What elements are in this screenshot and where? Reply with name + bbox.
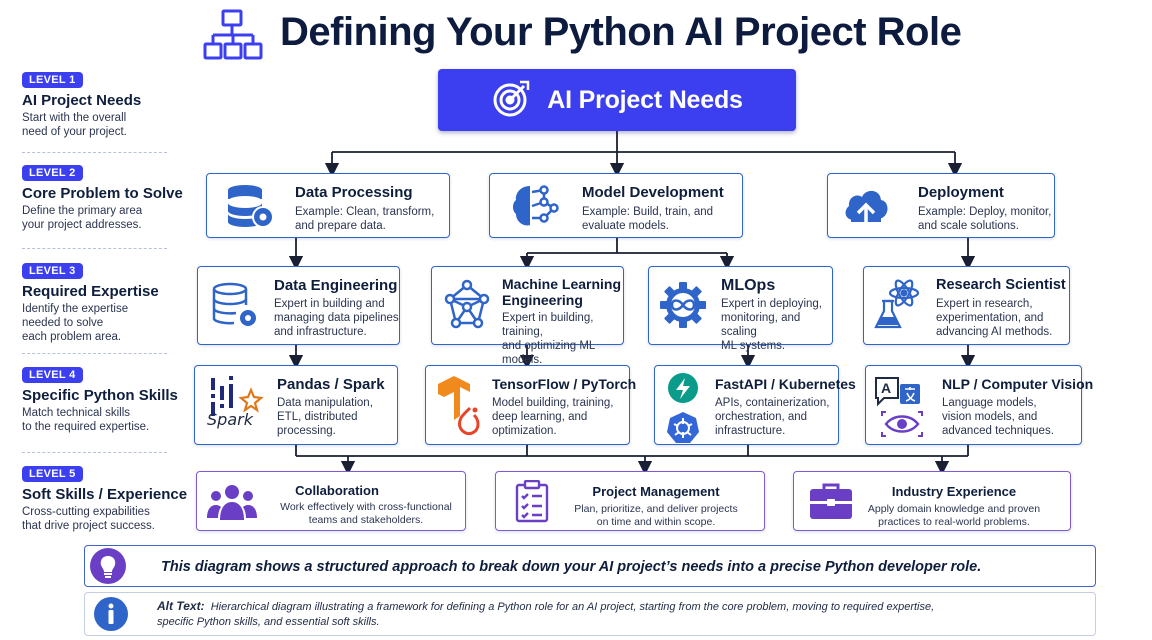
spark-logo-text: Spark <box>207 410 253 429</box>
root-node-ai-project-needs: AI Project Needs <box>438 69 796 131</box>
problem-title: Model Development <box>582 184 724 201</box>
level-separator <box>22 353 167 354</box>
hierarchy-icon <box>200 8 266 67</box>
level-separator <box>22 452 167 453</box>
level-5: LEVEL 5 Soft Skills / Experience Cross-c… <box>22 464 188 533</box>
level-1: LEVEL 1 AI Project Needs Start with the … <box>22 70 172 139</box>
database-gear-icon <box>210 281 262 336</box>
expertise-card-research-scientist: Research Scientist Expert in research, e… <box>863 266 1070 345</box>
soft-title: Collaboration <box>295 483 379 498</box>
expertise-card-mlops: MLOps Expert in deploying, monitoring, a… <box>648 266 833 352</box>
level-name: AI Project Needs <box>22 92 142 109</box>
expertise-description: Expert in building and managing data pip… <box>274 298 399 338</box>
soft-card-collaboration: Collaboration Work effectively with cros… <box>196 471 466 531</box>
soft-description: Work effectively with cross-functional t… <box>280 501 452 526</box>
skill-card-fastapi-kubernetes: FastAPI / Kubernetes APIs, containerizat… <box>654 365 856 445</box>
skill-title: NLP / Computer Vision <box>942 376 1094 392</box>
alt-text-note: Alt Text: Hierarchical diagram illustrat… <box>84 592 1096 636</box>
level-badge: LEVEL 2 <box>22 165 83 181</box>
pandas-spark-icon: Spark <box>205 376 267 436</box>
cloud-upload-icon <box>840 184 892 233</box>
soft-title: Project Management <box>592 484 720 499</box>
tensorflow-pytorch-icon <box>434 374 486 443</box>
skill-title: FastAPI / Kubernetes <box>715 376 856 392</box>
alt-text-body: Alt Text: Hierarchical diagram illustrat… <box>157 599 1057 630</box>
level-separator <box>22 248 167 249</box>
skill-description: Language models, vision models, and adva… <box>942 397 1054 437</box>
level-description: Start with the overall need of your proj… <box>22 112 127 138</box>
letter-a-glyph: A <box>881 380 892 396</box>
expertise-card-data-engineering: Data Engineering Expert in building and … <box>197 266 400 345</box>
brain-network-icon <box>510 182 560 235</box>
soft-card-industry-experience: Industry Experience Apply domain knowled… <box>793 471 1071 531</box>
target-icon <box>491 77 533 124</box>
soft-description: Plan, prioritize, and deliver projects o… <box>574 503 738 528</box>
root-node-label: AI Project Needs <box>547 85 743 114</box>
neural-network-icon <box>442 279 492 336</box>
soft-card-project-management: Project Management Plan, prioritize, and… <box>495 471 765 531</box>
level-3: LEVEL 3 Required Expertise Identify the … <box>22 261 172 344</box>
summary-note-text: This diagram shows a structured approach… <box>161 559 982 575</box>
skill-card-tensorflow-pytorch: TensorFlow / PyTorch Model building, tra… <box>425 365 636 445</box>
translate-eye-icon: A <box>874 376 930 438</box>
page-title: Defining Your Python AI Project Role <box>280 10 962 54</box>
problem-description: Example: Build, train, and evaluate mode… <box>582 206 714 232</box>
level-description: Cross-cutting expabilities that drive pr… <box>22 506 155 532</box>
checklist-icon <box>514 479 554 529</box>
summary-note: This diagram shows a structured approach… <box>84 545 1096 587</box>
skill-title: Pandas / Spark <box>277 376 385 393</box>
expertise-description: Expert in building, training, and optimi… <box>502 312 595 366</box>
soft-description: Apply domain knowledge and proven practi… <box>867 503 1041 528</box>
problem-card-deployment: Deployment Example: Deploy, monitor, and… <box>827 173 1055 238</box>
expertise-title: Research Scientist <box>936 277 1066 293</box>
problem-title: Data Processing <box>295 184 413 201</box>
info-icon <box>93 596 129 637</box>
level-name: Specific Python Skills <box>22 387 178 404</box>
people-icon <box>207 482 257 527</box>
lightbulb-icon <box>89 547 127 590</box>
level-name: Core Problem to Solve <box>22 185 183 202</box>
expertise-title: Data Engineering <box>274 277 398 294</box>
briefcase-icon <box>808 481 854 528</box>
level-separator <box>22 152 167 153</box>
level-2: LEVEL 2 Core Problem to Solve Define the… <box>22 163 183 232</box>
expertise-title: MLOps <box>721 277 776 294</box>
level-badge: LEVEL 3 <box>22 263 83 279</box>
fastapi-kubernetes-icon <box>663 372 705 449</box>
expertise-card-ml-engineering: Machine Learning Engineering Expert in b… <box>431 266 624 366</box>
expertise-description: Expert in deploying, monitoring, and sca… <box>721 298 823 352</box>
level-name: Soft Skills / Experience <box>22 486 188 503</box>
atom-flask-icon <box>874 279 924 338</box>
alt-text-content: Hierarchical diagram illustrating a fram… <box>157 601 935 628</box>
level-4: LEVEL 4 Specific Python Skills Match tec… <box>22 365 178 434</box>
problem-title: Deployment <box>918 184 1004 201</box>
level-badge: LEVEL 4 <box>22 367 83 383</box>
level-name: Required Expertise <box>22 283 159 300</box>
skill-title: TensorFlow / PyTorch <box>492 376 637 392</box>
database-gear-icon <box>225 182 277 235</box>
skill-card-pandas-spark: Spark Pandas / Spark Data manipulation, … <box>194 365 398 445</box>
expertise-title: Machine Learning Engineering <box>502 276 622 308</box>
problem-card-model-development: Model Development Example: Build, train,… <box>489 173 743 238</box>
problem-description: Example: Deploy, monitor, and scale solu… <box>918 206 1052 232</box>
skill-card-nlp-computer-vision: A NLP / Computer Vision Language models,… <box>865 365 1093 445</box>
level-description: Match technical skills to the required e… <box>22 407 150 433</box>
problem-description: Example: Clean, transform, and prepare d… <box>295 206 435 232</box>
infinity-gear-icon <box>657 279 709 336</box>
level-description: Identify the expertise needed to solve e… <box>22 303 129 343</box>
skill-description: Data manipulation, ETL, distributed proc… <box>277 397 373 437</box>
level-badge: LEVEL 1 <box>22 72 83 88</box>
alt-text-label: Alt Text: <box>157 599 205 613</box>
skill-description: APIs, containerization, orchestration, a… <box>715 397 830 437</box>
level-badge: LEVEL 5 <box>22 466 83 482</box>
soft-title: Industry Experience <box>891 484 1017 499</box>
problem-card-data-processing: Data Processing Example: Clean, transfor… <box>206 173 450 238</box>
expertise-description: Expert in research, experimentation, and… <box>936 298 1053 338</box>
level-description: Define the primary area your project add… <box>22 205 143 231</box>
skill-description: Model building, training, deep learning,… <box>492 397 614 437</box>
